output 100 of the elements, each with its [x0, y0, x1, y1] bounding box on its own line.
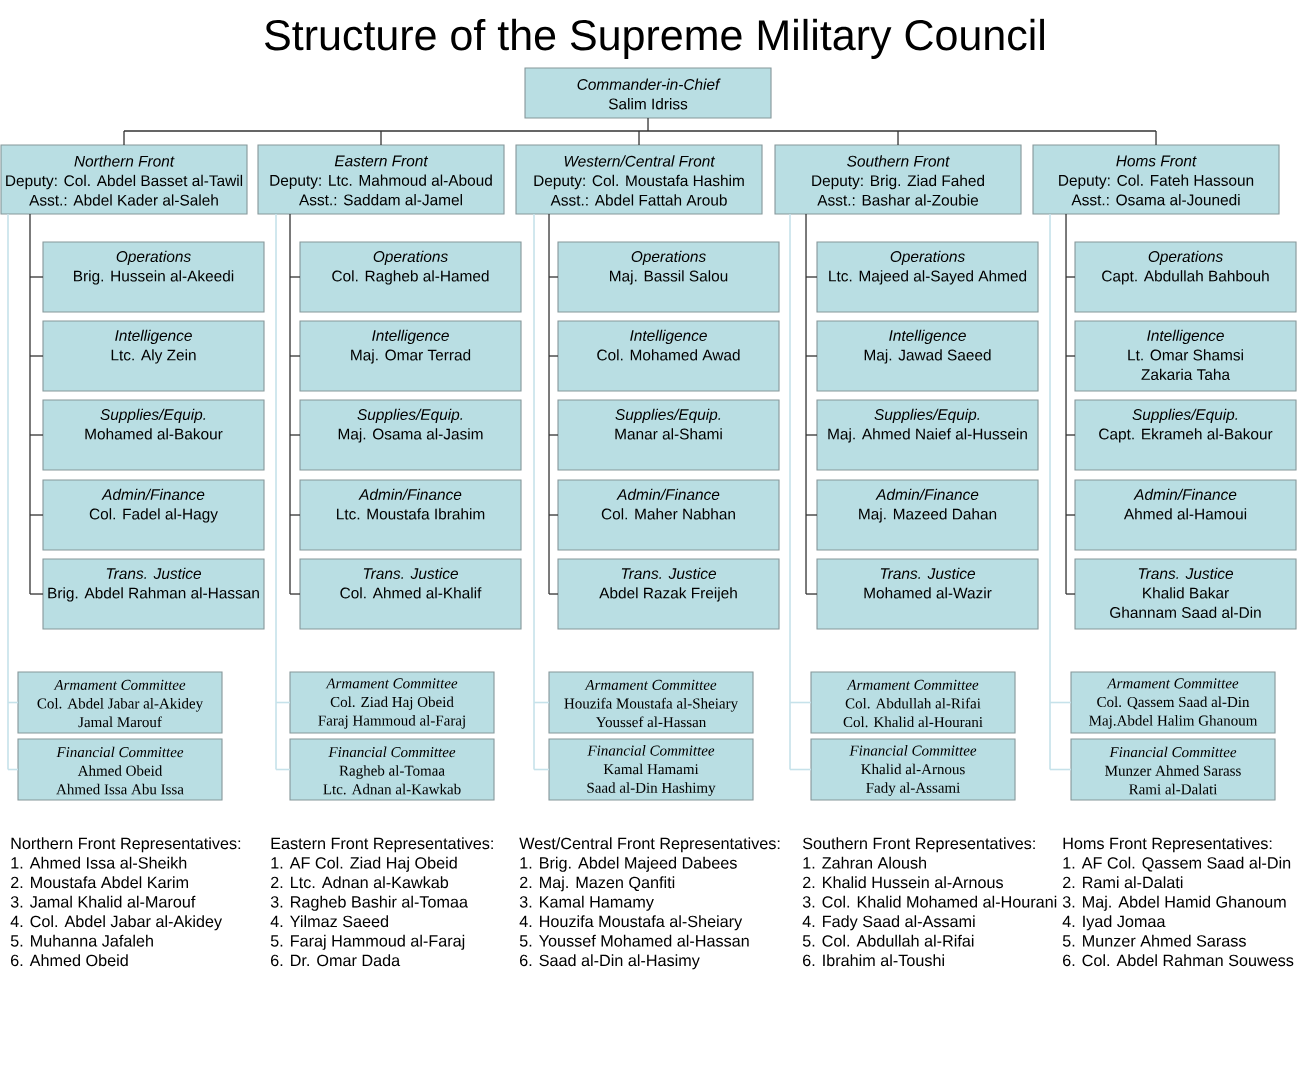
connector-line: [289, 593, 301, 595]
connector-line: [1049, 768, 1072, 771]
list-item: 6. Ahmed Obeid: [11, 954, 128, 967]
committee-box: Financial Committee Kamal Hamami Saad al-Din Hashimy: [548, 738, 754, 801]
department-box: Admin/Finance Maj. Mazeed Dahan: [816, 479, 1039, 551]
connector-line: [7, 768, 19, 771]
connector-line: [789, 768, 812, 771]
list-item: 6. Col. Abdel Rahman Souwess: [1063, 954, 1294, 967]
list-item: 5. Col. Abdullah al-Rifai: [802, 934, 974, 947]
connector-line: [548, 434, 559, 436]
front-box: Homs Front Deputy: Col. Fateh Hassoun Asst.: Osama al-Jounedi: [1032, 144, 1280, 215]
list-item: 4. Fady Saad al-Assami: [802, 915, 975, 931]
list-item: 4. Houzifa Moustafa al-Sheiary: [519, 915, 743, 931]
connector-line: [275, 768, 291, 771]
connector-line: [805, 355, 818, 357]
connector-line: [548, 355, 559, 357]
connector-line: [1049, 213, 1051, 771]
connector-line: [1065, 213, 1067, 595]
list-item: 6. Saad al-Din al-Hasimy: [520, 954, 700, 970]
list-item: 4. Col. Abdel Jabar al-Akidey: [10, 915, 223, 931]
connector-line: [123, 117, 1157, 132]
department-box: Operations Maj. Bassil Salou: [557, 241, 780, 313]
connector-line: [548, 213, 550, 595]
list-item: 2. Moustafa Abdel Karim: [11, 876, 188, 889]
connector-line: [1065, 276, 1076, 278]
department-box: Admin/Finance Col. Fadel al-Hagy: [42, 479, 265, 551]
connector-line: [548, 276, 559, 278]
department-box: Trans. Justice Mohamed al-Wazir: [816, 558, 1039, 630]
front-box: Southern Front Deputy: Brig. Ziad Fahed Asst.: Bashar al-Zoubie: [774, 144, 1022, 215]
front-box: Northern Front Deputy: Col. Abdel Basset al-Tawil Asst.: Abdel Kader al-Saleh: [0, 144, 248, 215]
connector-line: [289, 434, 301, 436]
connector-line: [7, 701, 19, 704]
department-box: Operations Capt. Abdullah Bahbouh: [1074, 241, 1297, 313]
list-item: 2. Khalid Hussein al-Arnous: [803, 876, 1003, 889]
list-item: 1. AF Col. Ziad Haj Obeid: [271, 856, 457, 872]
department-box: Operations Brig. Hussein al-Akeedi: [42, 241, 265, 313]
connector-line: [533, 768, 550, 771]
connector-line: [29, 276, 44, 278]
connector-line: [805, 593, 818, 595]
list-item: 2. Rami al-Dalati: [1063, 876, 1183, 889]
list-item: 4. Yilmaz Saeed: [270, 915, 388, 928]
list-item: 5. Munzer Ahmed Sarass: [1062, 934, 1246, 947]
connector-line: [548, 514, 559, 516]
committee-box: Armament Committee Col. Abdel Jabar al-Akidey Jamal Marouf: [17, 671, 223, 734]
list-item: 1. Brig. Abdel Majeed Dabees: [520, 856, 737, 872]
department-box: Intelligence Maj. Omar Terrad: [299, 320, 522, 392]
connector-line: [29, 355, 44, 357]
list-item: 5. Youssef Mohamed al-Hassan: [519, 934, 749, 947]
committee-box: Financial Committee Munzer Ahmed Sarass Rami al-Dalati: [1070, 738, 1276, 801]
list-item: 6. Ibrahim al-Toushi: [803, 954, 944, 967]
connector-line: [1049, 701, 1072, 704]
connector-line: [789, 213, 791, 771]
connector-line: [29, 434, 44, 436]
connector-line: [533, 701, 550, 704]
department-box: Operations Ltc. Majeed al-Sayed Ahmed: [816, 241, 1039, 313]
list-heading: West/Central Front Representatives:: [519, 837, 780, 853]
department-box: Admin/Finance Col. Maher Nabhan: [557, 479, 780, 551]
department-box: Intelligence Col. Mohamed Awad: [557, 320, 780, 392]
committee-box: Armament Committee Col. Ziad Haj Obeid Faraj Hammoud al-Faraj: [289, 671, 495, 734]
list-item: 5. Faraj Hammoud al-Faraj: [270, 934, 465, 950]
connector-line: [789, 701, 812, 704]
connector-line: [1065, 355, 1076, 357]
connector-line: [275, 213, 277, 771]
committee-box: Armament Committee Col. Abdullah al-Rifai Col. Khalid al-Hourani: [810, 671, 1016, 734]
list-item: 4. Iyad Jomaa: [1062, 915, 1166, 931]
department-box: Supplies/Equip. Manar al-Shami: [557, 399, 780, 471]
list-item: 5. Muhanna Jafaleh: [10, 934, 153, 947]
connector-line: [805, 514, 818, 516]
department-box: Trans. Justice Abdel Razak Freijeh: [557, 558, 780, 630]
connector-line: [897, 130, 899, 146]
list-heading: Southern Front Representatives:: [802, 837, 1035, 853]
list-heading: Homs Front Representatives:: [1063, 837, 1272, 853]
list-item: 3. Ragheb Bashir al-Tomaa: [270, 895, 468, 911]
department-box: Operations Col. Ragheb al-Hamed: [299, 241, 522, 313]
connector-line: [289, 355, 301, 357]
connector-line: [805, 276, 818, 278]
list-item: 2. Ltc. Adnan al-Kawkab: [271, 876, 449, 889]
connector-line: [289, 276, 301, 278]
connector-line: [289, 514, 301, 516]
connector-line: [805, 213, 807, 595]
department-box: Supplies/Equip. Maj. Ahmed Naief al-Hussein: [816, 399, 1039, 471]
committee-box: Armament Committee Houzifa Moustafa al-Sheiary Youssef al-Hassan: [548, 671, 754, 734]
department-box: Trans. Justice Brig. Abdel Rahman al-Hassan: [42, 558, 265, 630]
list-item: 6. Dr. Omar Dada: [271, 954, 401, 967]
connector-line: [29, 213, 31, 595]
department-box: Admin/Finance Ahmed al-Hamoui: [1074, 479, 1297, 551]
list-item: 3. Kamal Hamamy: [519, 895, 654, 911]
department-box: Supplies/Equip. Capt. Ekrameh al-Bakour: [1074, 399, 1297, 471]
committee-box: Financial Committee Ahmed Obeid Ahmed Issa Abu Issa: [17, 738, 223, 801]
committee-box: Financial Committee Khalid al-Arnous Fady al-Assami: [810, 738, 1016, 801]
list-item: 3. Jamal Khalid al-Marouf: [10, 895, 196, 908]
list-item: 2. Maj. Mazen Qanfiti: [520, 876, 675, 892]
department-box: Trans. Justice Col. Ahmed al-Khalif: [299, 558, 522, 630]
connector-line: [29, 514, 44, 516]
department-box: Supplies/Equip. Maj. Osama al-Jasim: [299, 399, 522, 471]
list-heading: Northern Front Representatives:: [11, 837, 241, 853]
connector-line: [29, 593, 44, 595]
connector-line: [275, 701, 291, 704]
department-box: Supplies/Equip. Mohamed al-Bakour: [42, 399, 265, 471]
connector-line: [548, 593, 559, 595]
